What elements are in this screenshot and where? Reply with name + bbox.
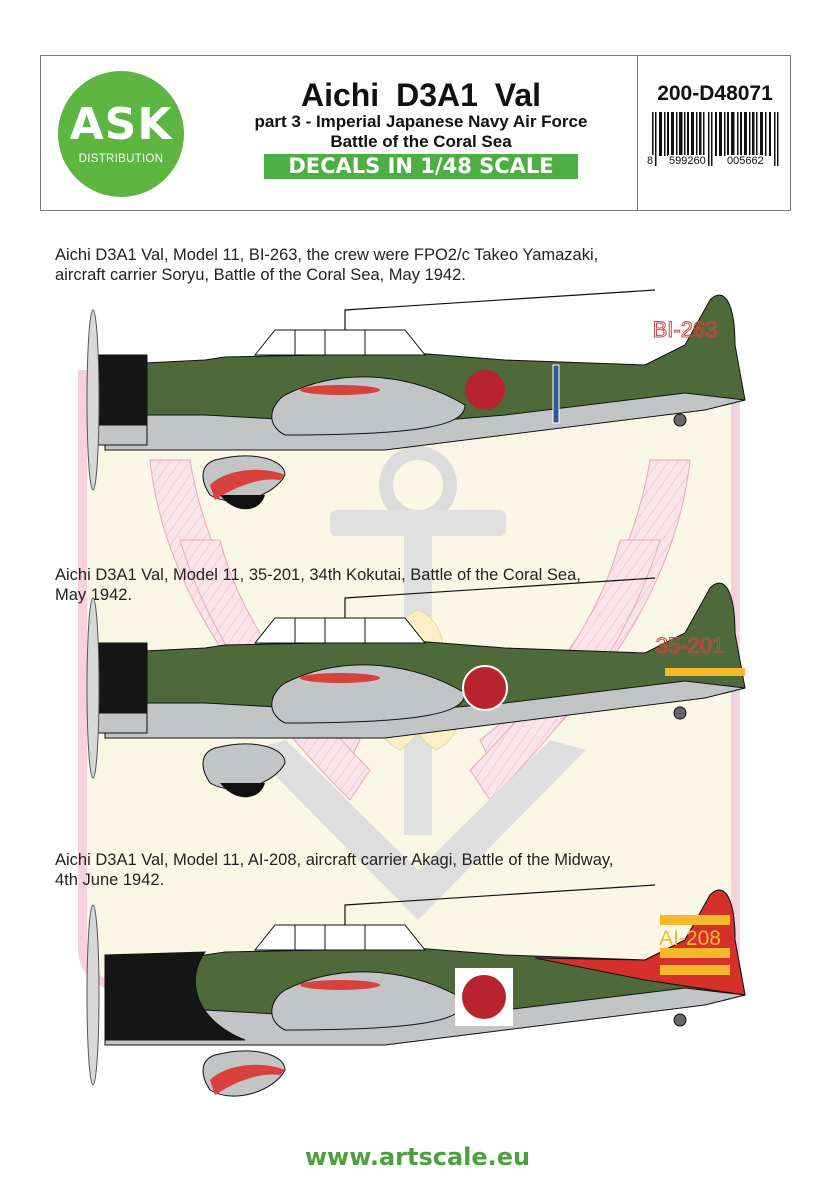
profile-2-caption-line2: May 1942. xyxy=(55,586,133,604)
product-code: 200-D48071 xyxy=(657,82,773,105)
header-box: ASK DISTRIBUTION Aichi D3A1 Val part 3 -… xyxy=(40,55,791,211)
profile-1-tail-code: BI-263 xyxy=(653,317,718,342)
profile-1-caption-line2: aircraft carrier Soryu, Battle of the Co… xyxy=(55,266,466,284)
product-code-block: 200-D48071 8 59 xyxy=(638,56,792,212)
barcode-group2: 005662 xyxy=(726,155,765,167)
logo-brand: ASK xyxy=(69,99,173,150)
page-title: Aichi D3A1 Val xyxy=(300,77,542,113)
subtitle-line1: part 3 - Imperial Japanese Navy Air Forc… xyxy=(254,112,588,131)
profile-2-tail-code: 35-201 xyxy=(656,633,725,658)
barcode-icon xyxy=(652,112,779,166)
scale-badge: DECALS IN 1/48 SCALE xyxy=(264,154,578,179)
profile-3-caption: Aichi D3A1 Val, Model 11, AI-208, aircra… xyxy=(55,850,614,890)
profile-3-caption-line1: Aichi D3A1 Val, Model 11, AI-208, aircra… xyxy=(55,851,614,869)
barcode-group1: 599260 xyxy=(668,155,707,167)
profile-2-caption-line1: Aichi D3A1 Val, Model 11, 35-201, 34th K… xyxy=(55,566,581,584)
logo-subtitle: DISTRIBUTION xyxy=(78,153,164,165)
profile-1-caption-line1: Aichi D3A1 Val, Model 11, BI-263, the cr… xyxy=(55,246,599,264)
barcode-digit-first: 8 xyxy=(646,155,655,167)
profile-3-caption-line2: 4th June 1942. xyxy=(55,871,165,889)
profile-2-aircraft-illustration: 35-201 xyxy=(86,577,746,798)
subtitle-line2: Battle of the Coral Sea xyxy=(330,132,512,151)
header-divider xyxy=(637,56,638,210)
profile-2-caption: Aichi D3A1 Val, Model 11, 35-201, 34th K… xyxy=(55,565,581,605)
profile-3-tail-code: AI-208 xyxy=(659,927,721,950)
profile-3-aircraft-illustration: AI-208 xyxy=(86,884,746,1097)
website-url[interactable]: www.artscale.eu xyxy=(304,1143,531,1171)
ask-distribution-logo: ASK DISTRIBUTION xyxy=(58,71,184,197)
title-block: Aichi D3A1 Val part 3 - Imperial Japanes… xyxy=(231,78,611,179)
profile-1-aircraft-illustration: BI-263 xyxy=(86,289,746,510)
profile-1-caption: Aichi D3A1 Val, Model 11, BI-263, the cr… xyxy=(55,245,598,285)
